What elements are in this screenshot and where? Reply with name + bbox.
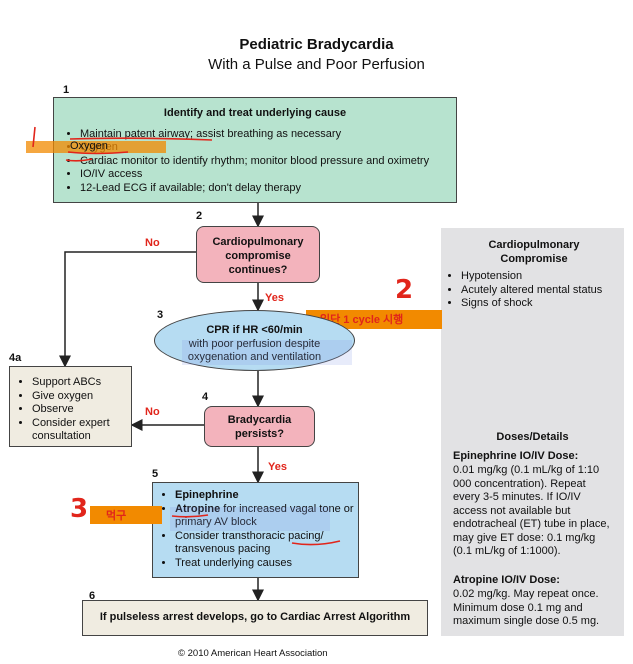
box1-item: 12-Lead ECG if available; don't delay th… xyxy=(80,182,456,196)
compromise-item: Hypotension xyxy=(461,270,633,284)
box-cpr: CPR if HR <60/min with poor perfusion de… xyxy=(154,310,355,371)
step-number: 6 xyxy=(89,590,96,602)
box-bradycardia-persists: Bradycardia persists? xyxy=(204,406,315,447)
label-yes: Yes xyxy=(265,292,284,304)
page-title: Pediatric Bradycardia xyxy=(239,36,394,53)
box2-text: Cardiopulmonary compromise continues? xyxy=(212,236,304,276)
box4a-item: Observe xyxy=(32,403,131,417)
atropine-dose-body: 0.02 mg/kg. May repeat once. Minimum dos… xyxy=(453,588,600,627)
box1-item: Maintain patent airway; assist breathing… xyxy=(80,128,456,142)
box4a-item: Support ABCs xyxy=(32,376,131,390)
box5-item: Atropine for increased vagal tone or pri… xyxy=(175,503,358,530)
box5-item: Treat underlying causes xyxy=(175,557,358,571)
label-no: No xyxy=(145,237,160,249)
footer-copyright: © 2010 American Heart Association xyxy=(178,648,328,659)
step-number: 1 xyxy=(63,84,70,96)
box-pulseless-arrest: If pulseless arrest develops, go to Card… xyxy=(82,600,428,636)
step-number: 3 xyxy=(157,309,164,321)
cpr-highlight xyxy=(182,340,352,365)
box3-title: CPR if HR <60/min xyxy=(206,324,303,336)
atropine-highlight xyxy=(170,507,330,531)
box4-text: Bradycardia persists? xyxy=(227,414,292,440)
box-compromise-continues: Cardiopulmonary compromise continues? xyxy=(196,226,320,283)
box4a-item: Give oxygen xyxy=(32,390,131,404)
box5-item: Epinephrine xyxy=(175,489,358,503)
box1-item: Cardiac monitor to identify rhythm; moni… xyxy=(80,155,456,169)
page-subtitle: With a Pulse and Poor Perfusion xyxy=(208,56,425,73)
step-number: 2 xyxy=(196,210,203,222)
box-support-abcs: Support ABCs Give oxygen Observe Conside… xyxy=(9,366,132,447)
box1-heading: Identify and treat underlying cause xyxy=(163,107,347,119)
box5-item: Consider transthoracic pacing/ transveno… xyxy=(175,530,358,557)
box6-text: If pulseless arrest develops, go to Card… xyxy=(99,611,411,623)
box3-body: with poor perfusion despite oxygenation … xyxy=(187,337,322,363)
box4a-item: Consider expert consultation xyxy=(32,417,131,444)
compromise-item: Signs of shock xyxy=(461,297,633,311)
box-epinephrine-atropine: Epinephrine Atropine for increased vagal… xyxy=(152,482,359,578)
step-number: 5 xyxy=(152,468,159,480)
label-yes: Yes xyxy=(268,461,287,473)
oxygen-text-overlay: Oxygen xyxy=(70,140,108,152)
step-number: 4a xyxy=(9,352,22,364)
epinephrine-dose-body: 0.01 mg/kg (0.1 mL/kg of 1:10 000 concen… xyxy=(453,464,610,557)
compromise-item: Acutely altered mental status xyxy=(461,284,633,298)
oxygen-highlight xyxy=(26,141,166,153)
step-number: 4 xyxy=(202,391,209,403)
doses-title: Doses/Details xyxy=(496,431,569,443)
compromise-title: Cardiopulmonary Compromise xyxy=(488,239,580,265)
atropine-dose-title: Atropine IO/IV Dose: xyxy=(453,574,560,586)
side-panel: Cardiopulmonary Compromise Hypotension A… xyxy=(441,228,624,636)
box1-item: IO/IV access xyxy=(80,168,456,182)
epinephrine-dose-title: Epinephrine IO/IV Dose: xyxy=(453,450,579,462)
annotation-mark: 3 xyxy=(70,494,89,524)
annotation-mark: 2 xyxy=(395,275,414,305)
annotation-note: 먹구 xyxy=(90,506,162,524)
label-no: No xyxy=(145,406,160,418)
